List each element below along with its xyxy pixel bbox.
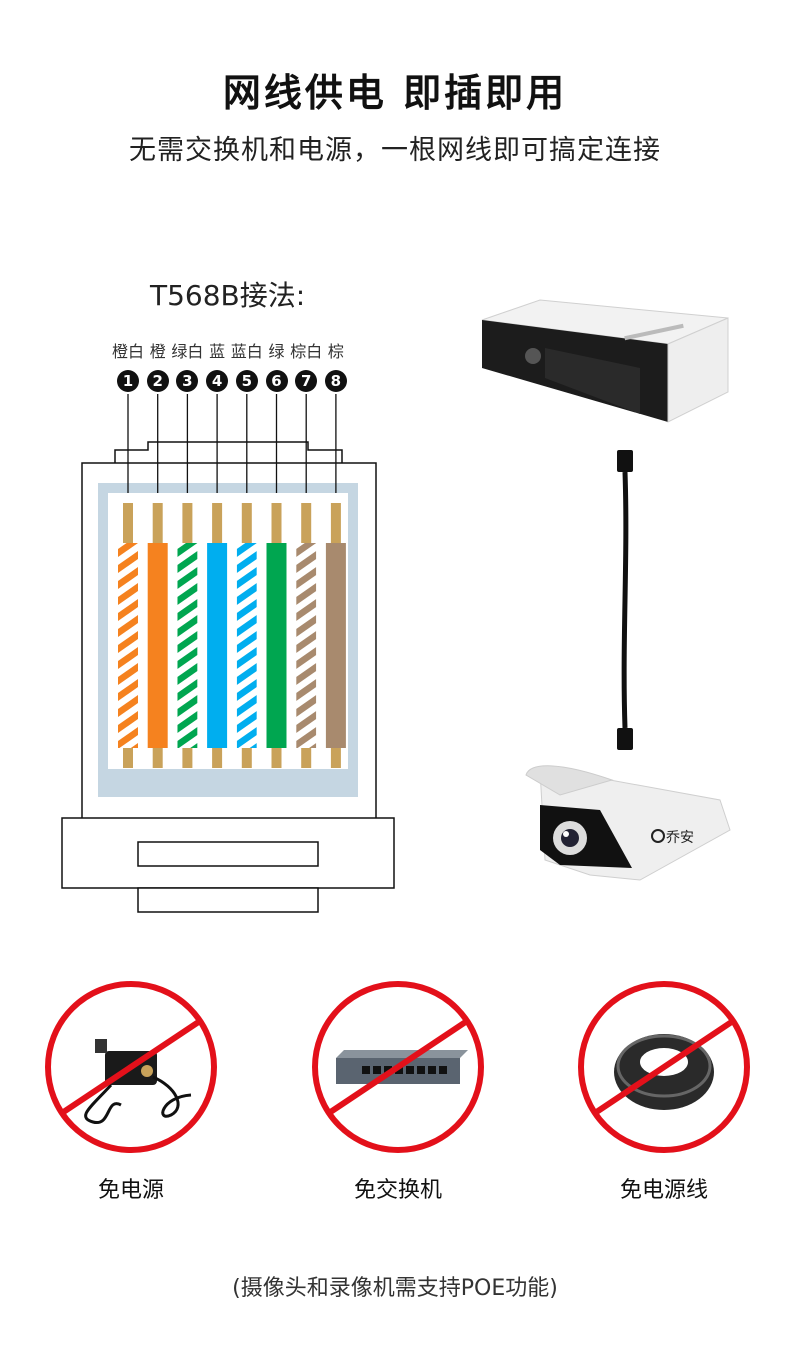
pin-label-2: 橙 xyxy=(149,342,166,361)
pin-contact-1 xyxy=(123,503,133,543)
prohibition-circle-2 xyxy=(312,981,484,1153)
pin-label-8: 棕 xyxy=(327,342,344,361)
power-adapter-icon xyxy=(84,1039,192,1124)
pin-tail-7 xyxy=(301,748,312,768)
wire-8 xyxy=(325,543,346,748)
pin-number-4: 4 xyxy=(206,370,229,392)
pin-number-1: 1 xyxy=(117,370,139,392)
pin-number-8: 8 xyxy=(324,370,347,392)
pin-number-6: 6 xyxy=(265,370,288,392)
pin-tail-8 xyxy=(330,748,341,768)
prohibition-circle-1 xyxy=(45,981,217,1153)
pin-label-4: 蓝 xyxy=(209,342,226,361)
pin-label-5: 蓝白 xyxy=(230,342,263,361)
wire-stripes-1 xyxy=(118,543,138,748)
wiring-standard-title: T568B接法: xyxy=(150,279,306,312)
pin-number-7: 7 xyxy=(295,370,318,392)
pin-tail-1 xyxy=(123,748,133,768)
wire-2 xyxy=(147,543,168,748)
pin-number-2: 2 xyxy=(146,370,169,392)
pin-label-6: 绿 xyxy=(268,342,285,361)
plug-body-outline xyxy=(81,462,377,818)
pin-contact-2 xyxy=(152,503,163,543)
pin-contact-3 xyxy=(182,503,193,543)
pin-tail-4 xyxy=(212,748,223,768)
pin-contact-4 xyxy=(212,503,223,543)
camera-brand-label: 乔安 xyxy=(666,830,694,846)
nvr-recorder-icon xyxy=(481,299,729,423)
pin-label-1: 橙白 xyxy=(112,342,145,361)
pin-label-7: 棕白 xyxy=(290,342,323,361)
pin-contact-5 xyxy=(241,503,252,543)
pin-tail-5 xyxy=(241,748,252,768)
feature-label-no-switch: 免交换机 xyxy=(353,1178,442,1203)
pin-number-5: 5 xyxy=(235,370,258,392)
pin-tail-3 xyxy=(182,748,193,768)
plug-clip-slot xyxy=(137,841,319,867)
pin-contact-8 xyxy=(330,503,341,543)
page-title: 网线供电 即插即用 xyxy=(222,71,568,115)
bullet-camera-icon: 乔安 xyxy=(525,765,731,881)
plug-tab xyxy=(137,887,319,913)
pin-number-3: 3 xyxy=(176,370,199,392)
feature-label-no-power-cable: 免电源线 xyxy=(619,1178,708,1203)
pin-tail-6 xyxy=(271,748,282,768)
network-cable-icon xyxy=(617,450,633,750)
wire-6 xyxy=(266,543,287,748)
pin-contact-7 xyxy=(301,503,312,543)
network-switch-icon xyxy=(336,1050,468,1084)
feature-label-no-power: 免电源 xyxy=(97,1178,164,1203)
wire-group xyxy=(118,394,346,768)
page-subtitle: 无需交换机和电源，一根网线即可搞定连接 xyxy=(129,135,661,166)
wire-stripes-3 xyxy=(177,543,198,748)
pin-contact-6 xyxy=(271,503,282,543)
pin-tail-2 xyxy=(152,748,163,768)
footnote: (摄像头和录像机需支持POE功能) xyxy=(232,1276,558,1301)
wire-stripes-5 xyxy=(236,543,257,748)
prohibition-circle-3 xyxy=(578,981,750,1153)
pin-label-3: 绿白 xyxy=(171,342,204,361)
wire-stripes-7 xyxy=(296,543,317,748)
wire-4 xyxy=(207,543,228,748)
